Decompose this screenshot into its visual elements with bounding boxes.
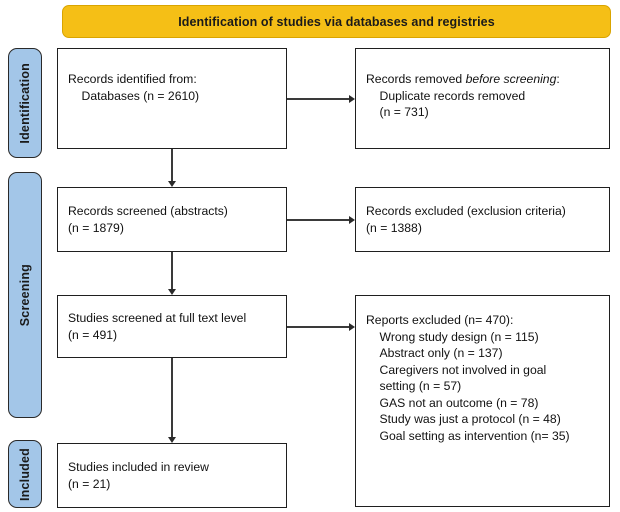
records-excluded-line2: (n = 1388) <box>366 220 422 235</box>
studies-fulltext-line2: (n = 491) <box>68 327 118 342</box>
node-records-removed: Records removed before screening: Duplic… <box>355 48 610 149</box>
arrowhead-screened-to-fulltext-icon <box>168 289 176 295</box>
diagram-title-banner: Identification of studies via databases … <box>62 5 611 38</box>
studies-included-line2: (n = 21) <box>68 476 111 491</box>
node-records-removed-text: Records removed before screening: Duplic… <box>366 71 599 121</box>
stage-bar-identification: Identification <box>8 48 42 158</box>
reports-excluded-line6: GAS not an outcome (n = 78) <box>366 395 539 410</box>
studies-fulltext-line1: Studies screened at full text level <box>68 311 247 325</box>
node-records-identified-text: Records identified from: Databases (n = … <box>68 71 276 104</box>
node-studies-fulltext: Studies screened at full text level (n =… <box>57 295 287 358</box>
records-excluded-line1: Records excluded (exclusion criteria) <box>366 204 566 218</box>
node-records-identified: Records identified from: Databases (n = … <box>57 48 287 149</box>
stage-label-identification: Identification <box>18 62 32 144</box>
stage-bar-included: Included <box>8 440 42 508</box>
reports-excluded-line8: Goal setting as intervention (n= 35) <box>366 428 570 443</box>
connector-fulltext-to-included <box>171 358 173 437</box>
reports-excluded-line3: Abstract only (n = 137) <box>366 346 503 360</box>
node-records-excluded: Records excluded (exclusion criteria) (n… <box>355 187 610 252</box>
arrowhead-identified-to-removed-icon <box>349 95 355 103</box>
records-removed-line1-italic: before screening <box>465 72 557 86</box>
diagram-title: Identification of studies via databases … <box>178 14 495 29</box>
records-identified-line2: Databases (n = 2610) <box>68 88 200 103</box>
reports-excluded-line2: Wrong study design (n = 115) <box>366 329 539 344</box>
node-records-screened-text: Records screened (abstracts) (n = 1879) <box>68 203 276 236</box>
records-screened-line1: Records screened (abstracts) <box>68 204 228 218</box>
reports-excluded-line7: Study was just a protocol (n = 48) <box>366 412 561 426</box>
connector-identified-to-removed <box>287 98 349 100</box>
records-screened-line2: (n = 1879) <box>68 220 124 235</box>
reports-excluded-line4: Caregivers not involved in goal <box>366 362 547 377</box>
node-studies-included-text: Studies included in review (n = 21) <box>68 459 276 492</box>
stage-label-screening: Screening <box>18 263 32 327</box>
connector-screened-to-fulltext <box>171 252 173 289</box>
connector-identified-to-screened <box>171 149 173 181</box>
node-records-excluded-text: Records excluded (exclusion criteria) (n… <box>366 203 599 236</box>
reports-excluded-line1: Reports excluded (n= 470): <box>366 313 514 327</box>
connector-fulltext-to-reports-excluded <box>287 326 349 328</box>
records-removed-line2: Duplicate records removed <box>366 88 526 103</box>
records-removed-line1-post: : <box>556 72 560 86</box>
arrowhead-fulltext-to-reports-excluded-icon <box>349 323 355 331</box>
arrowhead-fulltext-to-included-icon <box>168 437 176 443</box>
studies-included-line1: Studies included in review <box>68 460 209 474</box>
connector-screened-to-excluded <box>287 219 349 221</box>
arrowhead-screened-to-excluded-icon <box>349 216 355 224</box>
node-reports-excluded-text: Reports excluded (n= 470): Wrong study d… <box>366 312 599 444</box>
reports-excluded-line5: setting (n = 57) <box>366 379 462 393</box>
node-reports-excluded: Reports excluded (n= 470): Wrong study d… <box>355 295 610 507</box>
node-studies-included: Studies included in review (n = 21) <box>57 443 287 508</box>
stage-bar-screening: Screening <box>8 172 42 418</box>
node-studies-fulltext-text: Studies screened at full text level (n =… <box>68 310 276 343</box>
node-records-screened: Records screened (abstracts) (n = 1879) <box>57 187 287 252</box>
stage-label-included: Included <box>18 447 32 501</box>
records-removed-line3: (n = 731) <box>366 105 429 119</box>
records-removed-line1-pre: Records removed <box>366 72 466 86</box>
records-identified-line1: Records identified from: <box>68 72 197 86</box>
arrowhead-identified-to-screened-icon <box>168 181 176 187</box>
